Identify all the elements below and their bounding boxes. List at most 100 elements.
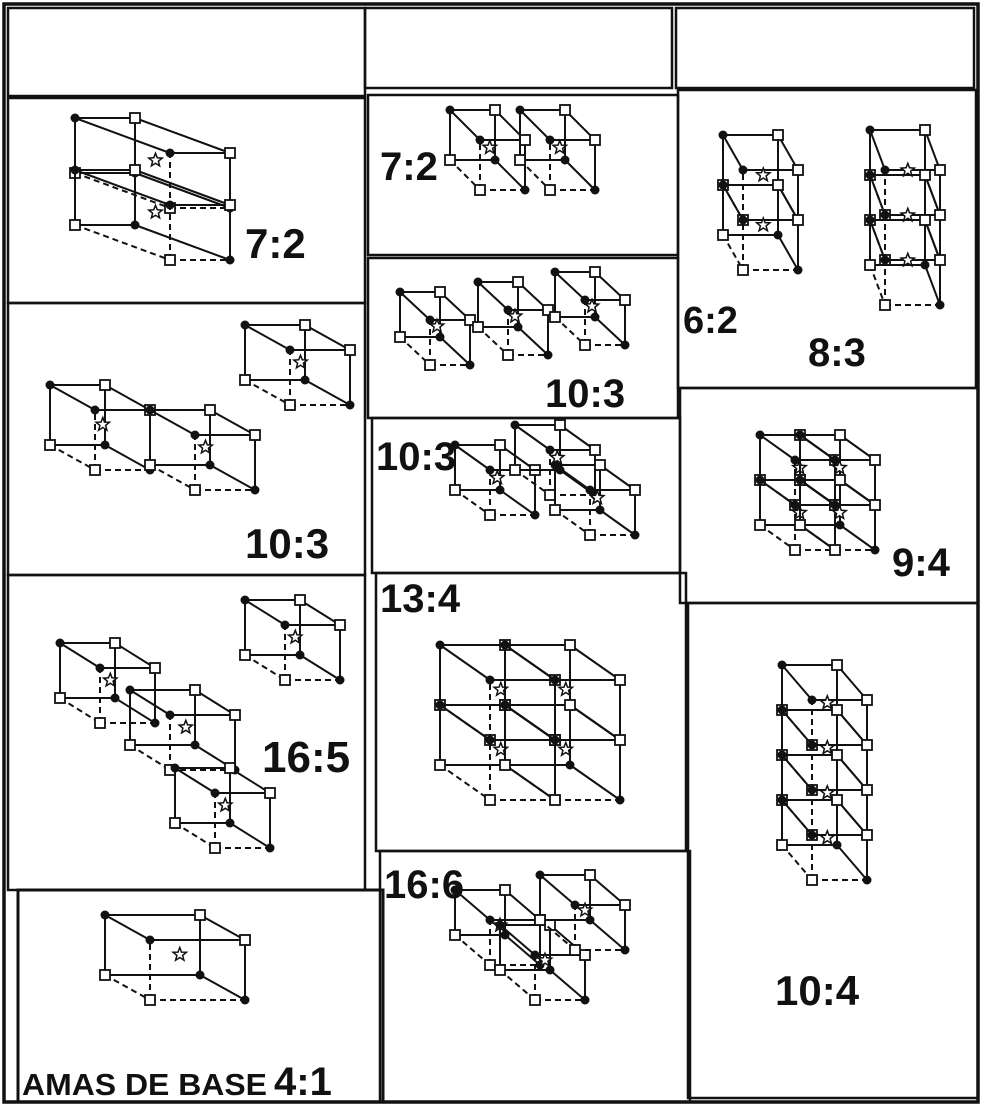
open-square-icon <box>210 843 220 853</box>
filled-circle-icon <box>71 166 80 175</box>
edge <box>570 645 620 680</box>
label-7-2-middle: 7:2 <box>380 145 438 189</box>
open-square-icon <box>580 950 590 960</box>
filled-circle-icon <box>551 461 560 470</box>
open-square-icon <box>125 740 135 750</box>
open-square-icon <box>545 185 555 195</box>
filled-circle-icon <box>146 936 155 945</box>
edge <box>105 385 150 410</box>
open-square-icon <box>862 740 872 750</box>
open-square-icon <box>495 965 505 975</box>
star-icon <box>179 720 192 733</box>
open-square-icon <box>880 300 890 310</box>
open-square-icon <box>555 420 565 430</box>
open-square-icon <box>773 130 783 140</box>
cube <box>718 130 803 225</box>
filled-circle-icon <box>866 216 875 225</box>
open-square-icon <box>832 660 842 670</box>
edge <box>870 130 885 170</box>
filled-circle-icon <box>496 921 505 930</box>
open-square-icon <box>615 675 625 685</box>
label-6-2: 6:2 <box>683 300 738 342</box>
filled-circle-icon <box>486 736 495 745</box>
filled-circle-icon <box>241 321 250 330</box>
edge <box>600 510 635 535</box>
cube <box>45 380 155 475</box>
edge <box>925 265 940 305</box>
filled-circle-icon <box>808 696 817 705</box>
open-square-icon <box>100 970 110 980</box>
edge <box>245 325 290 350</box>
filled-circle-icon <box>808 786 817 795</box>
open-square-icon <box>240 375 250 385</box>
cube <box>445 105 530 195</box>
filled-circle-icon <box>146 406 155 415</box>
filled-circle-icon <box>546 446 555 455</box>
cube <box>777 750 872 840</box>
cube <box>718 180 803 275</box>
filled-circle-icon <box>881 166 890 175</box>
open-square-icon <box>250 430 260 440</box>
filled-circle-icon <box>191 741 200 750</box>
filled-circle-icon <box>111 694 120 703</box>
filled-circle-icon <box>833 841 842 850</box>
open-square-icon <box>490 105 500 115</box>
filled-circle-icon <box>796 431 805 440</box>
open-square-icon <box>485 510 495 520</box>
filled-circle-icon <box>778 706 787 715</box>
filled-circle-icon <box>546 136 555 145</box>
open-square-icon <box>335 620 345 630</box>
filled-circle-icon <box>496 486 505 495</box>
open-square-icon <box>935 210 945 220</box>
filled-circle-icon <box>436 641 445 650</box>
filled-circle-icon <box>796 476 805 485</box>
filled-circle-icon <box>286 346 295 355</box>
filled-circle-icon <box>226 256 235 265</box>
open-square-icon <box>130 165 140 175</box>
filled-circle-icon <box>166 149 175 158</box>
open-square-icon <box>240 650 250 660</box>
hidden-edge <box>60 698 100 723</box>
open-square-icon <box>615 735 625 745</box>
filled-circle-icon <box>46 381 55 390</box>
edge <box>500 490 535 515</box>
open-square-icon <box>835 430 845 440</box>
open-square-icon <box>395 332 405 342</box>
filled-circle-icon <box>301 376 310 385</box>
cube <box>240 595 345 685</box>
cube <box>170 763 275 853</box>
filled-circle-icon <box>166 201 175 210</box>
edge <box>455 445 490 470</box>
cube <box>145 405 260 495</box>
open-square-icon <box>832 795 842 805</box>
hidden-edge <box>105 975 150 1000</box>
edge <box>590 920 625 950</box>
open-square-icon <box>565 640 575 650</box>
filled-circle-icon <box>474 278 483 287</box>
panel-border <box>688 603 978 1098</box>
cube <box>865 170 945 265</box>
filled-circle-icon <box>586 486 595 495</box>
open-square-icon <box>790 545 800 555</box>
star-icon <box>149 205 162 218</box>
cube <box>777 795 872 885</box>
edge <box>50 385 95 410</box>
open-square-icon <box>830 545 840 555</box>
open-square-icon <box>520 135 530 145</box>
filled-circle-icon <box>501 641 510 650</box>
filled-circle-icon <box>631 531 640 540</box>
label-8-3: 8:3 <box>808 331 866 375</box>
filled-circle-icon <box>436 333 445 342</box>
edge <box>230 823 270 848</box>
filled-circle-icon <box>476 136 485 145</box>
open-square-icon <box>835 475 845 485</box>
open-square-icon <box>920 125 930 135</box>
open-square-icon <box>240 935 250 945</box>
hidden-edge <box>150 465 195 490</box>
open-square-icon <box>590 267 600 277</box>
cube <box>240 320 355 410</box>
open-square-icon <box>495 440 505 450</box>
filled-circle-icon <box>514 323 523 332</box>
star-icon <box>173 948 186 961</box>
open-square-icon <box>205 405 215 415</box>
